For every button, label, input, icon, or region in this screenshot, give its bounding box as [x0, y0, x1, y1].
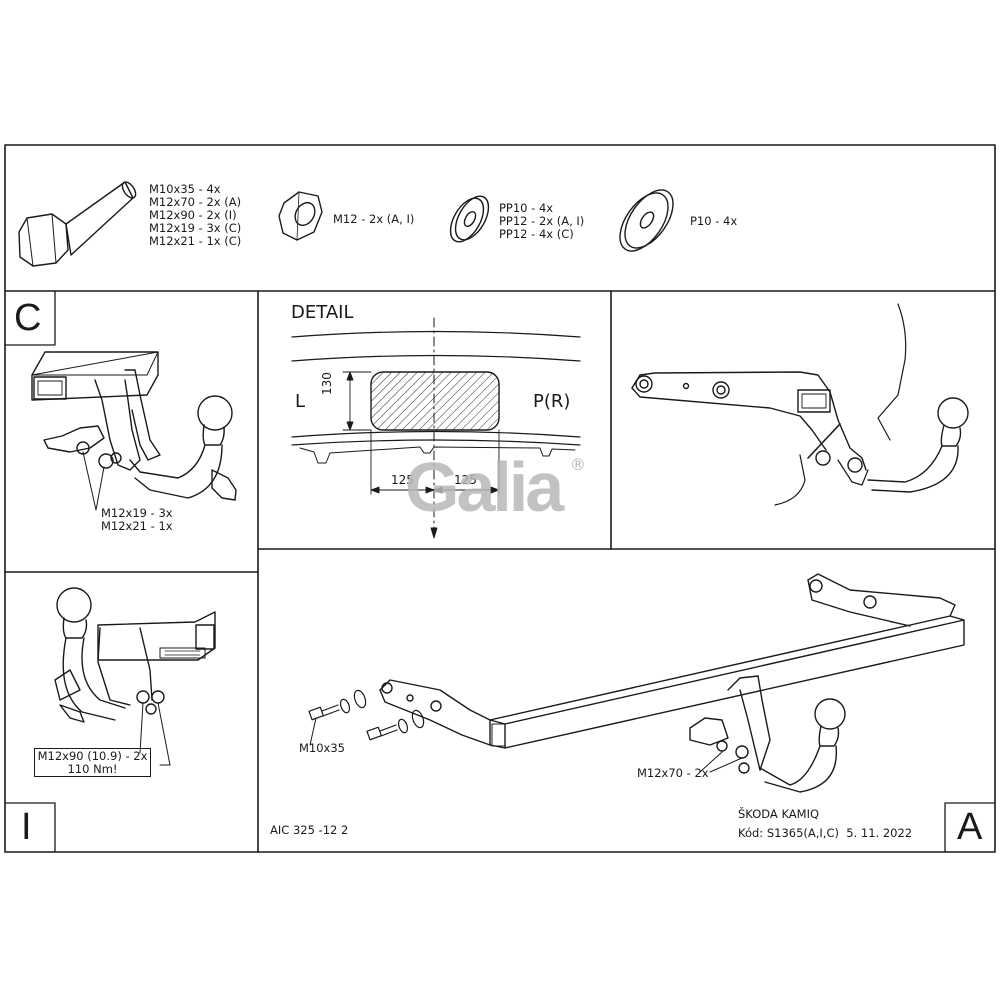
frame: [4, 144, 996, 853]
bolt-spec-list: M10x35 - 4x M12x70 - 2x (A) M12x90 - 2x …: [149, 183, 241, 248]
main-leaders: [309, 717, 743, 773]
main-tow-ball: [689, 675, 846, 793]
detail-dimensions: [342, 371, 500, 539]
panel-c-callout-line: M12x21 - 1x: [101, 519, 173, 533]
galia-logo-text: Galia: [405, 448, 564, 526]
nut-spec: M12 - 2x (A, I): [333, 213, 414, 226]
bolt-spec-line: M12x70 - 2x (A): [149, 195, 242, 209]
galia-registered-mark: ®: [570, 455, 586, 474]
large-washer-spec: P10 - 4x: [690, 215, 737, 228]
side-view-hitch: [631, 303, 969, 506]
panel-c-callout: M12x19 - 3x M12x21 - 1x: [101, 507, 173, 533]
panel-c-letter: C: [14, 297, 42, 339]
detail-height-dimension: 130: [320, 372, 334, 395]
washer-spec-line: PP12 - 4x (C): [499, 227, 574, 241]
detail-right-dimension: 125: [454, 473, 477, 487]
loose-bolts: [308, 689, 425, 741]
bolt-m12-callout: M12x70 - 2x: [637, 766, 709, 780]
panel-i-callout-line: 110 Nm!: [67, 762, 118, 776]
product-code-date: Kód: S1365(A,I,C) 5. 11. 2022: [738, 826, 913, 840]
detail-bumper: [291, 330, 581, 464]
nut-icon: [278, 191, 323, 241]
washer-icon: [449, 195, 490, 243]
panel-c-callout-line: M12x19 - 3x: [101, 506, 173, 520]
letter-boxes: [4, 290, 996, 853]
document-code: AIC 325 -12 2: [270, 823, 349, 837]
bolt-spec-line: M12x21 - 1x (C): [149, 234, 242, 248]
panel-i-hitch: [54, 587, 216, 723]
washer-spec-line: PP12 - 2x (A, I): [499, 214, 585, 228]
panel-i-leaders: [139, 702, 171, 766]
bolt-spec-line: M12x19 - 3x (C): [149, 221, 242, 235]
washer-spec-list: PP10 - 4x PP12 - 2x (A, I) PP12 - 4x (C): [499, 202, 584, 241]
galia-logo: Galia: [405, 447, 564, 527]
nut-spec-line: M12 - 2x (A, I): [333, 212, 415, 226]
bolt-spec-line: M10x35 - 4x: [149, 182, 221, 196]
panel-i-letter: I: [21, 806, 32, 848]
washer-spec-line: PP10 - 4x: [499, 201, 554, 215]
detail-left-dimension: 125: [391, 473, 414, 487]
detail-cutout: [370, 371, 500, 431]
panel-i-callout-box: M12x90 (10.9) - 2x 110 Nm!: [34, 748, 151, 777]
panel-c-leaders: [82, 451, 105, 511]
bolt-icon: [18, 181, 137, 267]
detail-left-label: L: [295, 391, 306, 412]
panel-c-hitch: [31, 351, 237, 501]
vehicle-name: ŠKODA KAMIQ: [738, 807, 820, 821]
large-washer-spec-line: P10 - 4x: [690, 214, 738, 228]
bolt-spec-line: M12x90 - 2x (I): [149, 208, 237, 222]
panel-i-callout-line: M12x90 (10.9) - 2x: [37, 749, 148, 763]
detail-title: DETAIL: [291, 302, 354, 323]
bolt-m10-callout: M10x35: [299, 741, 345, 755]
large-washer-icon: [619, 189, 674, 252]
main-crossbar: [379, 573, 965, 749]
detail-right-label: P(R): [533, 391, 571, 412]
panel-a-letter: A: [957, 806, 983, 848]
